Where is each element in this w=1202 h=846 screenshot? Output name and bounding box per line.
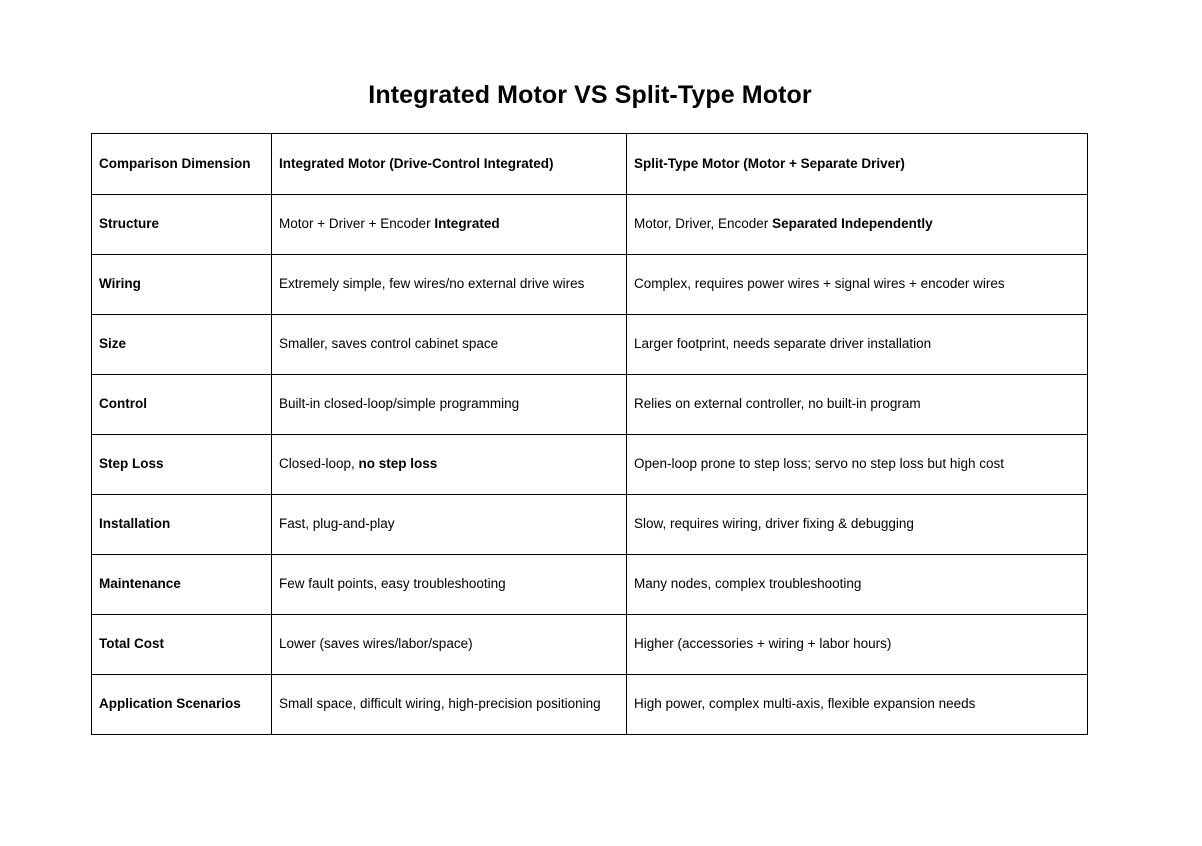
cell-split-type-motor-text: Many nodes, complex troubleshooting xyxy=(634,576,862,592)
cell-split-type-motor-text: Motor, Driver, Encoder xyxy=(634,216,773,232)
cell-integrated-motor: Motor + Driver + Encoder Integrated xyxy=(271,194,627,255)
cell-split-type-motor: Open-loop prone to step loss; servo no s… xyxy=(626,434,1088,495)
cell-split-type-motor: Motor, Driver, Encoder Separated Indepen… xyxy=(626,194,1088,255)
table-row: Installation Fast, plug-and-play Slow, req… xyxy=(91,494,1088,555)
table-row: Size Smaller, saves control cabinet space… xyxy=(91,314,1088,375)
column-header-split-type-motor: Split-Type Motor (Motor + Separate Drive… xyxy=(626,133,1088,195)
cell-dimension: Step Loss xyxy=(91,434,272,495)
cell-dimension: Structure xyxy=(91,194,272,255)
cell-dimension: Application Scenarios xyxy=(91,674,272,735)
cell-dimension: Installation xyxy=(91,494,272,555)
cell-dimension: Wiring xyxy=(91,254,272,315)
table-row: Maintenance Few fault points, easy troubl… xyxy=(91,554,1088,615)
cell-split-type-motor-text: Higher (accessories + wiring + labor hou… xyxy=(634,636,892,652)
cell-integrated-motor: Extremely simple, few wires/no external … xyxy=(271,254,627,315)
cell-split-type-motor: Higher (accessories + wiring + labor hou… xyxy=(626,614,1088,675)
cell-integrated-motor-emphasis: no step loss xyxy=(358,456,438,472)
cell-integrated-motor-text: Closed-loop, xyxy=(279,456,359,472)
cell-integrated-motor-text: Fast, plug-and-play xyxy=(279,516,395,532)
table-row: Control Built-in closed-loop/simple progr… xyxy=(91,374,1088,435)
cell-split-type-motor-text: Relies on external controller, no built-… xyxy=(634,396,921,412)
table-row: Application Scenarios Small space, diffic… xyxy=(91,674,1088,735)
cell-dimension: Size xyxy=(91,314,272,375)
cell-split-type-motor-text: Slow, requires wiring, driver fixing & d… xyxy=(634,516,914,532)
cell-split-type-motor: Larger footprint, needs separate driver … xyxy=(626,314,1088,375)
cell-integrated-motor-text: Lower (saves wires/labor/space) xyxy=(279,636,473,652)
page-title: Integrated Motor VS Split-Type Motor xyxy=(368,81,812,109)
cell-integrated-motor-emphasis: Integrated xyxy=(434,216,500,232)
cell-split-type-motor-text: Open-loop prone to step loss; servo no s… xyxy=(634,456,1004,472)
table-header: Comparison Dimension Integrated Motor (D… xyxy=(91,133,1088,195)
cell-split-type-motor: Slow, requires wiring, driver fixing & d… xyxy=(626,494,1088,555)
cell-integrated-motor: Built-in closed-loop/simple programming xyxy=(271,374,627,435)
table-header-row: Comparison Dimension Integrated Motor (D… xyxy=(91,133,1088,195)
cell-integrated-motor-text: Smaller, saves control cabinet space xyxy=(279,336,499,352)
cell-integrated-motor-text: Few fault points, easy troubleshooting xyxy=(279,576,506,592)
cell-split-type-motor-emphasis: Separated Independently xyxy=(772,216,933,232)
cell-integrated-motor-text: Motor + Driver + Encoder xyxy=(279,216,435,232)
cell-split-type-motor: Many nodes, complex troubleshooting xyxy=(626,554,1088,615)
cell-integrated-motor: Closed-loop, no step loss xyxy=(271,434,627,495)
cell-split-type-motor-text: High power, complex multi-axis, flexible… xyxy=(634,696,976,712)
motor-comparison-table: Comparison Dimension Integrated Motor (D… xyxy=(91,133,1088,735)
cell-split-type-motor: Complex, requires power wires + signal w… xyxy=(626,254,1088,315)
cell-integrated-motor: Small space, difficult wiring, high-prec… xyxy=(271,674,627,735)
column-header-dimension: Comparison Dimension xyxy=(91,133,272,195)
cell-integrated-motor-text: Extremely simple, few wires/no external … xyxy=(279,276,585,292)
table-row: Total Cost Lower (saves wires/labor/space… xyxy=(91,614,1088,675)
cell-integrated-motor: Fast, plug-and-play xyxy=(271,494,627,555)
cell-split-type-motor: High power, complex multi-axis, flexible… xyxy=(626,674,1088,735)
cell-split-type-motor-text: Larger footprint, needs separate driver … xyxy=(634,336,932,352)
cell-integrated-motor: Few fault points, easy troubleshooting xyxy=(271,554,627,615)
table-row: Wiring Extremely simple, few wires/no ext… xyxy=(91,254,1088,315)
cell-dimension: Total Cost xyxy=(91,614,272,675)
column-header-integrated-motor: Integrated Motor (Drive-Control Integrat… xyxy=(271,133,627,195)
cell-integrated-motor-text: Small space, difficult wiring, high-prec… xyxy=(279,696,601,712)
cell-integrated-motor: Lower (saves wires/labor/space) xyxy=(271,614,627,675)
cell-integrated-motor: Smaller, saves control cabinet space xyxy=(271,314,627,375)
cell-integrated-motor-text: Built-in closed-loop/simple programming xyxy=(279,396,520,412)
cell-split-type-motor-text: Complex, requires power wires + signal w… xyxy=(634,276,1005,292)
cell-dimension: Maintenance xyxy=(91,554,272,615)
cell-dimension: Control xyxy=(91,374,272,435)
cell-split-type-motor: Relies on external controller, no built-… xyxy=(626,374,1088,435)
